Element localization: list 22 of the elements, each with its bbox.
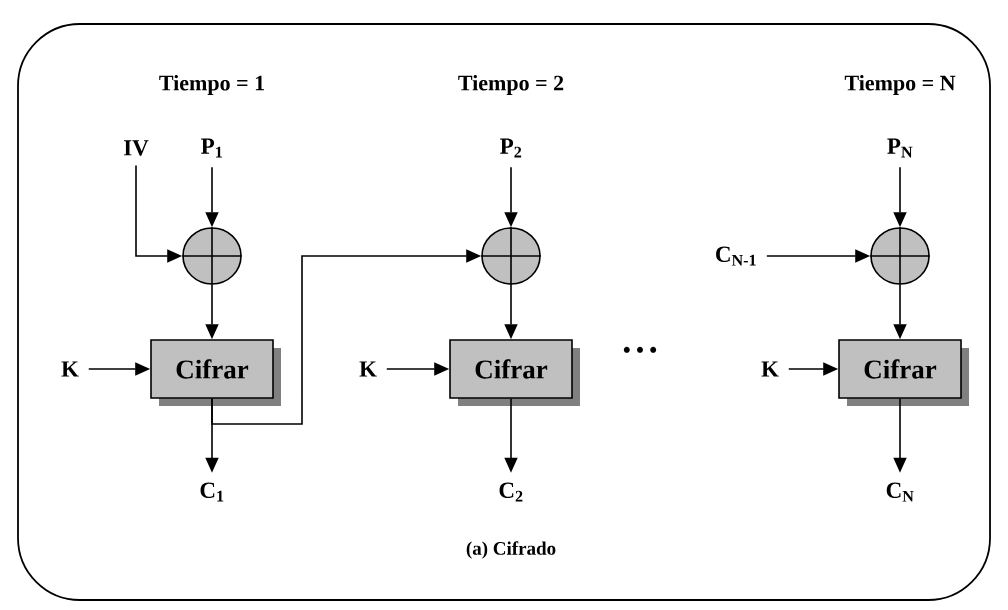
signal-label: C$_{1}$ — [200, 482, 224, 502]
time-heading: Tiempo = 2 — [458, 75, 564, 95]
signal-label: C$_{N}$ — [886, 482, 914, 502]
signal-label: C$_{N-1}$ — [716, 246, 756, 266]
time-heading: Tiempo = N — [844, 75, 956, 95]
ellipsis-dots: • • • — [623, 346, 657, 353]
xor-symbol — [869, 226, 931, 286]
cipher-box: Cifrar — [449, 339, 580, 406]
signal-label: C$_{2}$ — [499, 482, 523, 502]
time-heading: Tiempo = 1 — [159, 75, 264, 95]
caption: (a) Cifrado — [466, 541, 556, 559]
xor-symbol — [181, 226, 243, 286]
cipher-box: Cifrar — [150, 339, 281, 406]
signal-label: IV — [124, 140, 149, 156]
xor-symbol — [480, 226, 542, 286]
signal-label: P$_{1}$ — [201, 138, 222, 158]
cipher-box: Cifrar — [838, 339, 969, 406]
signal-label: K — [359, 361, 377, 377]
signal-label: P$_{N}$ — [887, 138, 913, 158]
signal-label: P$_{2}$ — [500, 138, 522, 158]
signal-label: K — [761, 361, 779, 377]
signal-label: K — [61, 361, 79, 377]
